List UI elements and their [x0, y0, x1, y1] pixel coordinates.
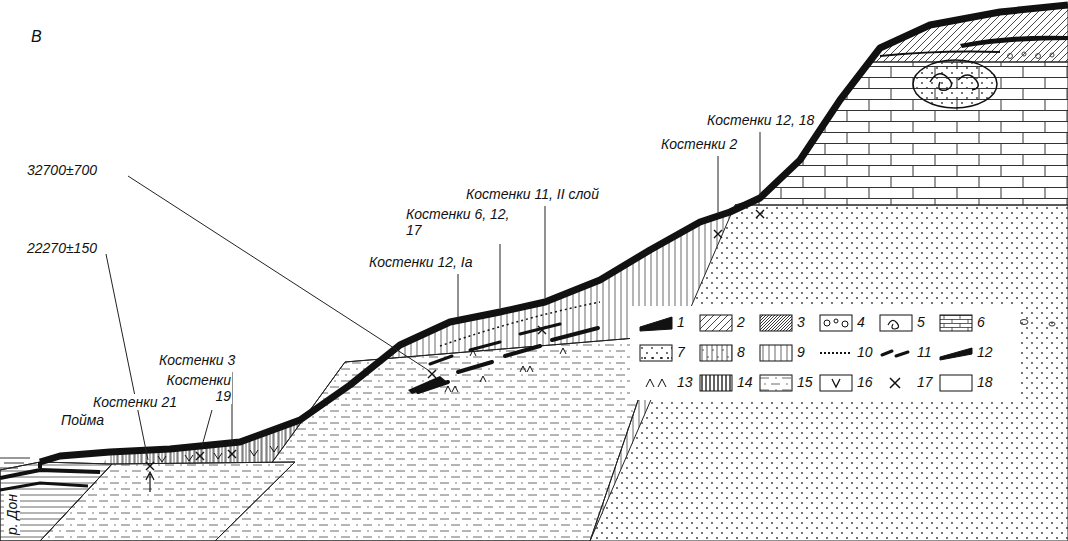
- surface-soil: [40, 5, 1068, 462]
- black-wedge: [408, 376, 446, 394]
- legend-ground: [630, 306, 1020, 400]
- dotted-horizon: [440, 302, 600, 346]
- legend-number: 14: [736, 375, 754, 390]
- site-label: Костенки 11, II слой: [465, 186, 600, 202]
- floodplain-base: [0, 462, 112, 541]
- legend-samples: [640, 315, 972, 391]
- legend-number: 7: [676, 345, 686, 360]
- site-label: Костенки 2: [660, 136, 738, 152]
- legend-number: 10: [856, 345, 874, 360]
- plateau-pebbles: [1008, 52, 1055, 59]
- site-label: Костенки 21: [92, 394, 178, 410]
- river-water: [0, 458, 30, 468]
- site-label: Костенки 3: [158, 352, 236, 368]
- floodplain-label: Пойма: [60, 412, 105, 428]
- plateau-line: [880, 52, 1000, 57]
- floodplain: [0, 462, 112, 541]
- legend-number: 3: [796, 315, 806, 330]
- legend-number: 12: [976, 345, 994, 360]
- leader-lines: [106, 132, 760, 460]
- plateau-black-band: [960, 36, 1068, 48]
- surface-step: [38, 462, 42, 468]
- legend-number: 13: [676, 375, 694, 390]
- humus-lenses: [418, 324, 598, 392]
- date-label: 32700±700: [26, 162, 98, 178]
- curl-symbol: [930, 74, 978, 91]
- site-label: Костенки 6, 12, 17: [405, 206, 519, 238]
- v-symbols: [158, 446, 278, 462]
- legend-number: 18: [976, 375, 994, 390]
- plateau-deposit: [870, 5, 1068, 62]
- caret-symbols: [445, 348, 566, 392]
- river-label: р. Дон: [4, 493, 20, 536]
- floodplain-band: [0, 470, 100, 478]
- legend-number: 4: [856, 315, 866, 330]
- site-label: Костенки 12, 18: [706, 112, 815, 128]
- legend-number: 5: [916, 315, 926, 330]
- small-arrow: [146, 472, 154, 492]
- legend-number: 16: [856, 375, 874, 390]
- legend-number: 15: [796, 375, 814, 390]
- date-label: 22270±150: [26, 240, 98, 256]
- lens-deposit: [913, 60, 997, 108]
- legend-number: 1: [676, 315, 686, 330]
- chalk-layer: [735, 62, 1068, 205]
- legend-number: 6: [976, 315, 986, 330]
- legend-number: 9: [796, 345, 806, 360]
- legend-number: 11: [916, 345, 933, 360]
- legend-number: 2: [736, 315, 746, 330]
- terrace-2-base: [215, 336, 660, 541]
- floodplain-band: [0, 483, 88, 490]
- terrace-2: [215, 336, 660, 541]
- legend-number: 17: [916, 375, 934, 390]
- legend-number: 8: [736, 345, 746, 360]
- panel-letter: В: [30, 28, 43, 46]
- site-label: Костенки 12, Iа: [368, 254, 474, 270]
